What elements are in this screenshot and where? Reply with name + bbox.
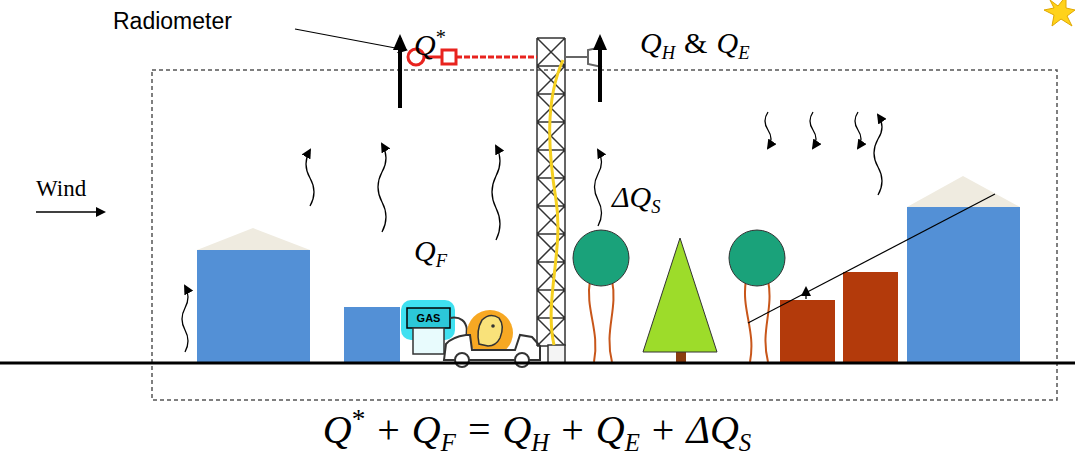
heat-arrows [182, 112, 882, 352]
solar-ray [748, 194, 995, 323]
label-text: Q [596, 407, 625, 452]
radiometer-leader [295, 29, 406, 50]
label-group: Q* [414, 26, 446, 63]
label-text: Q [414, 28, 436, 61]
label-text: ΔQ [612, 180, 651, 213]
label-text: & [684, 26, 707, 59]
label-text: Q [716, 26, 738, 59]
turbulent-flux-arrow [598, 38, 602, 102]
label-group: ΔQS [612, 180, 661, 217]
label-text: S [651, 196, 660, 217]
label-group: GAS [417, 312, 441, 325]
label-text: E [738, 42, 749, 63]
net-radiation-arrow [398, 38, 402, 108]
label-text: = [468, 407, 491, 452]
trees [573, 230, 785, 363]
flux-tower [537, 38, 565, 363]
label-text: Q [323, 407, 352, 452]
label-text: Q [502, 407, 531, 452]
label-group: QH&QE [640, 26, 749, 63]
label-text: S [739, 429, 751, 456]
label-text: F [436, 250, 447, 271]
label-text: + [652, 407, 675, 452]
label-text: Q [414, 234, 436, 267]
label-text: Q [412, 407, 441, 452]
data-cable [550, 60, 563, 345]
label-text: + [377, 407, 400, 452]
label-text: H [662, 42, 675, 63]
car [444, 310, 540, 367]
label-group: Q*+QF=QH+QE+ΔQS [323, 404, 751, 457]
label-text: * [352, 404, 366, 434]
label-text: H [531, 429, 549, 456]
label-group: QF [414, 234, 447, 271]
label-text: GAS [417, 312, 441, 324]
label-group: Radiometer [113, 8, 232, 34]
control-volume [152, 70, 1057, 400]
building-left [197, 228, 310, 363]
sonic-sensor [565, 47, 602, 67]
label-text: Q [640, 26, 662, 59]
label-text: E [625, 429, 640, 456]
sun-star [1044, 0, 1075, 26]
label-text: * [436, 26, 446, 48]
label-text: Wind [36, 176, 86, 201]
label-text: Radiometer [113, 8, 232, 34]
label-text: ΔQ [686, 407, 738, 452]
wind-arrow [36, 211, 104, 213]
label-text: F [441, 429, 456, 456]
label-text: + [561, 407, 584, 452]
ground-line [0, 362, 1075, 365]
buildings-right [780, 176, 1020, 363]
label-group: Wind [36, 176, 86, 202]
building-small [344, 307, 400, 363]
